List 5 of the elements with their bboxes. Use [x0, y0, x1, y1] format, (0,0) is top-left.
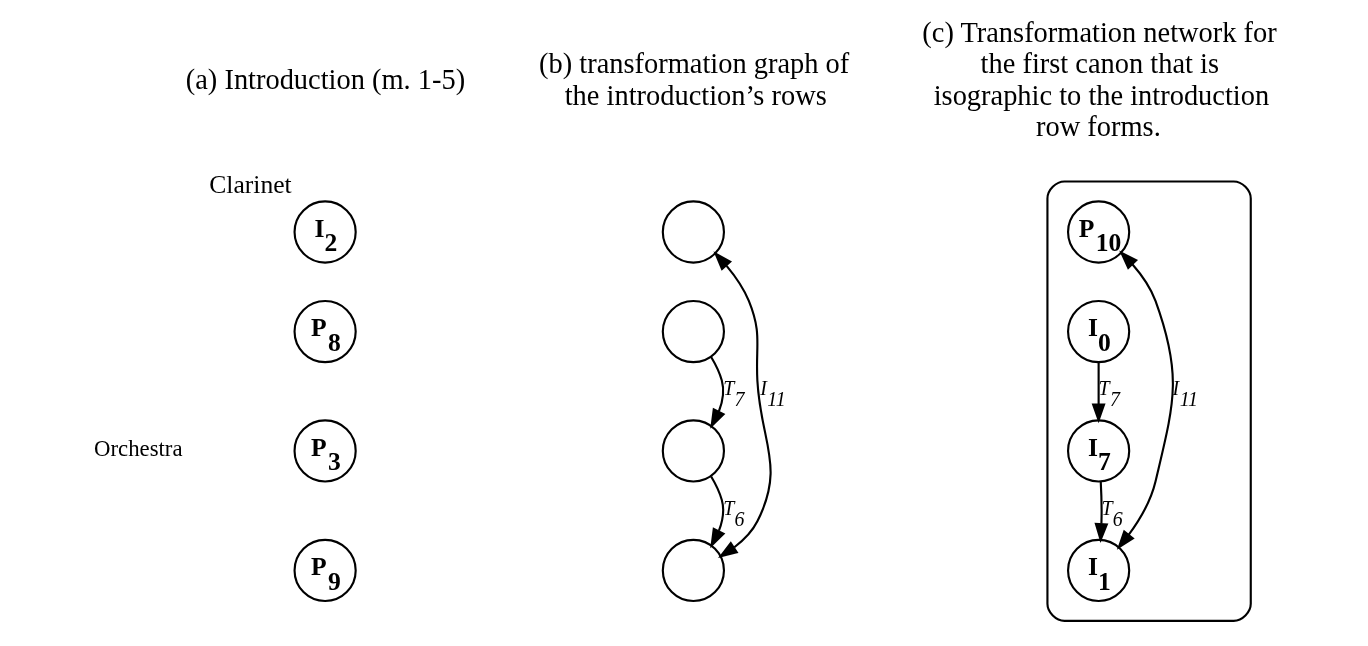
label: (b) transformation graph of the introduction’s rows: [538, 48, 849, 111]
label: (a) Introduction (m. 1-5): [185, 64, 465, 96]
node-label: Clarinet: [208, 170, 292, 200]
label: (c) Transformation network for the first canon that is isographic to the introduction row forms.: [921, 17, 1277, 143]
label: Orchestra: [93, 436, 182, 462]
